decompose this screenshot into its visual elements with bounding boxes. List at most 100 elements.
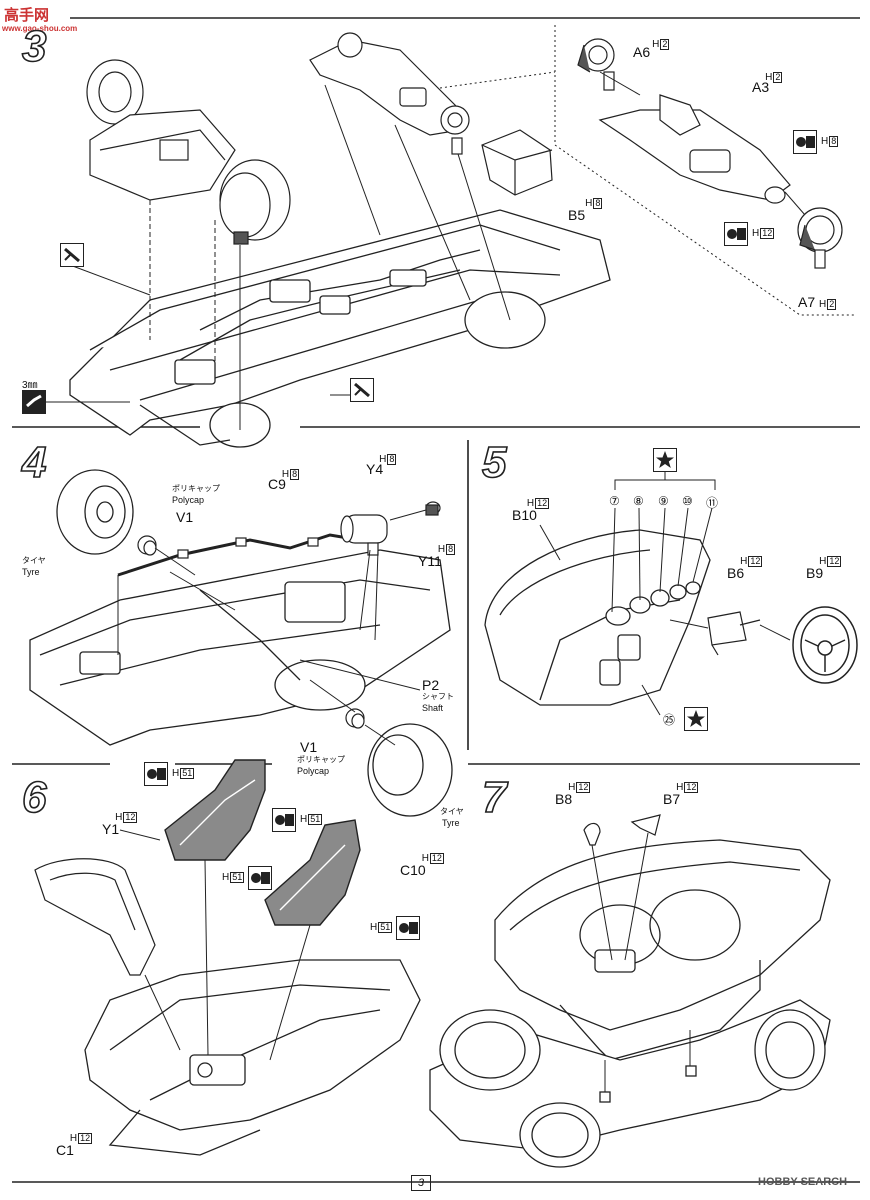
polycap-jp-top: ポリキャップ <box>172 484 220 493</box>
rear-suspension-zoom <box>577 38 843 269</box>
runner-letter: H <box>652 39 660 50</box>
guide-lines-6 <box>119 829 311 1061</box>
runner-number: 51 <box>230 872 245 883</box>
decal-7: ⑦ <box>609 494 620 508</box>
part-label-p2: P2 <box>422 677 440 693</box>
runner-number: 2 <box>660 39 670 50</box>
part-code: C1 <box>56 1142 74 1158</box>
steering-wheel-b9 <box>792 606 858 684</box>
step-7-number: 7 <box>481 772 507 823</box>
runner-letter: H <box>568 782 576 793</box>
runner-number: 2 <box>773 72 783 83</box>
step-3-number: 3 <box>21 21 47 72</box>
shifter-b8 <box>583 822 601 846</box>
runner-number: 8 <box>829 136 839 147</box>
watermark-url: www.gao-shou.com <box>2 24 78 33</box>
tyre-left-step4 <box>56 469 134 555</box>
runner-letter: H <box>437 544 446 555</box>
tub-c1 <box>84 959 421 1156</box>
seat-c10 <box>264 819 361 926</box>
middle-suspension-assy <box>309 32 470 155</box>
runner-number: 12 <box>827 556 842 567</box>
part-code: C9 <box>268 476 286 492</box>
step-6-number: 6 <box>21 772 47 823</box>
color-chip-icon <box>272 808 296 832</box>
runner-letter: H <box>300 814 308 825</box>
fuel-tank-b5 <box>481 129 553 196</box>
part-code: B5 <box>568 207 586 223</box>
decal-star-icon <box>684 707 708 736</box>
color-chip-icon <box>248 866 272 890</box>
muffler-y4 <box>340 514 388 556</box>
polycap-v1-bottom <box>345 708 365 729</box>
part-code: B10 <box>512 507 537 523</box>
decal-9: ⑨ <box>658 494 669 508</box>
runner-letter: H <box>379 454 387 465</box>
runner-number: 12 <box>748 556 763 567</box>
part-code: A6 <box>633 44 651 60</box>
decal-star-icon <box>653 448 677 477</box>
decal-8: ⑧ <box>633 494 644 508</box>
shaft-jp: シャフト <box>422 692 454 701</box>
runner-number: 2 <box>827 299 837 310</box>
tyre-en-right: Tyre <box>442 818 460 828</box>
part-label-v1-top: V1 <box>176 509 194 525</box>
runner-letter: H <box>676 782 684 793</box>
front-suspension-assy <box>86 59 291 245</box>
guide-lines-3 <box>40 71 806 430</box>
cement-icon <box>350 378 374 407</box>
runner-letter: H <box>69 1133 78 1144</box>
part-code: Y11 <box>418 553 442 569</box>
zoom-box <box>439 25 855 316</box>
runner-letter: H <box>821 136 829 147</box>
runner-letter: H <box>115 812 123 823</box>
cement-icon <box>60 243 84 272</box>
tyre-jp-right: タイヤ <box>440 807 464 816</box>
guide-lines-4 <box>117 509 427 746</box>
part-code: A7 <box>798 294 816 310</box>
body-step7 <box>429 839 831 1168</box>
drill-hole-icon <box>22 390 46 419</box>
runner-letter: H <box>421 853 429 864</box>
runner-number: 51 <box>308 814 323 825</box>
part-code: Y4 <box>366 461 384 477</box>
part-code: Y1 <box>102 821 120 837</box>
step-4-number: 4 <box>21 437 47 488</box>
runner-number: 51 <box>378 922 393 933</box>
runner-letter: H <box>740 556 748 567</box>
polycap-en-top: Polycap <box>172 495 205 505</box>
part-code: B8 <box>555 791 573 807</box>
runner-number: 12 <box>576 782 591 793</box>
part-code: A3 <box>752 79 770 95</box>
color-chip-icon <box>793 130 817 154</box>
part-code: B7 <box>663 791 681 807</box>
hobbysearch-logo: HOBBY SEARCH <box>758 1176 848 1188</box>
